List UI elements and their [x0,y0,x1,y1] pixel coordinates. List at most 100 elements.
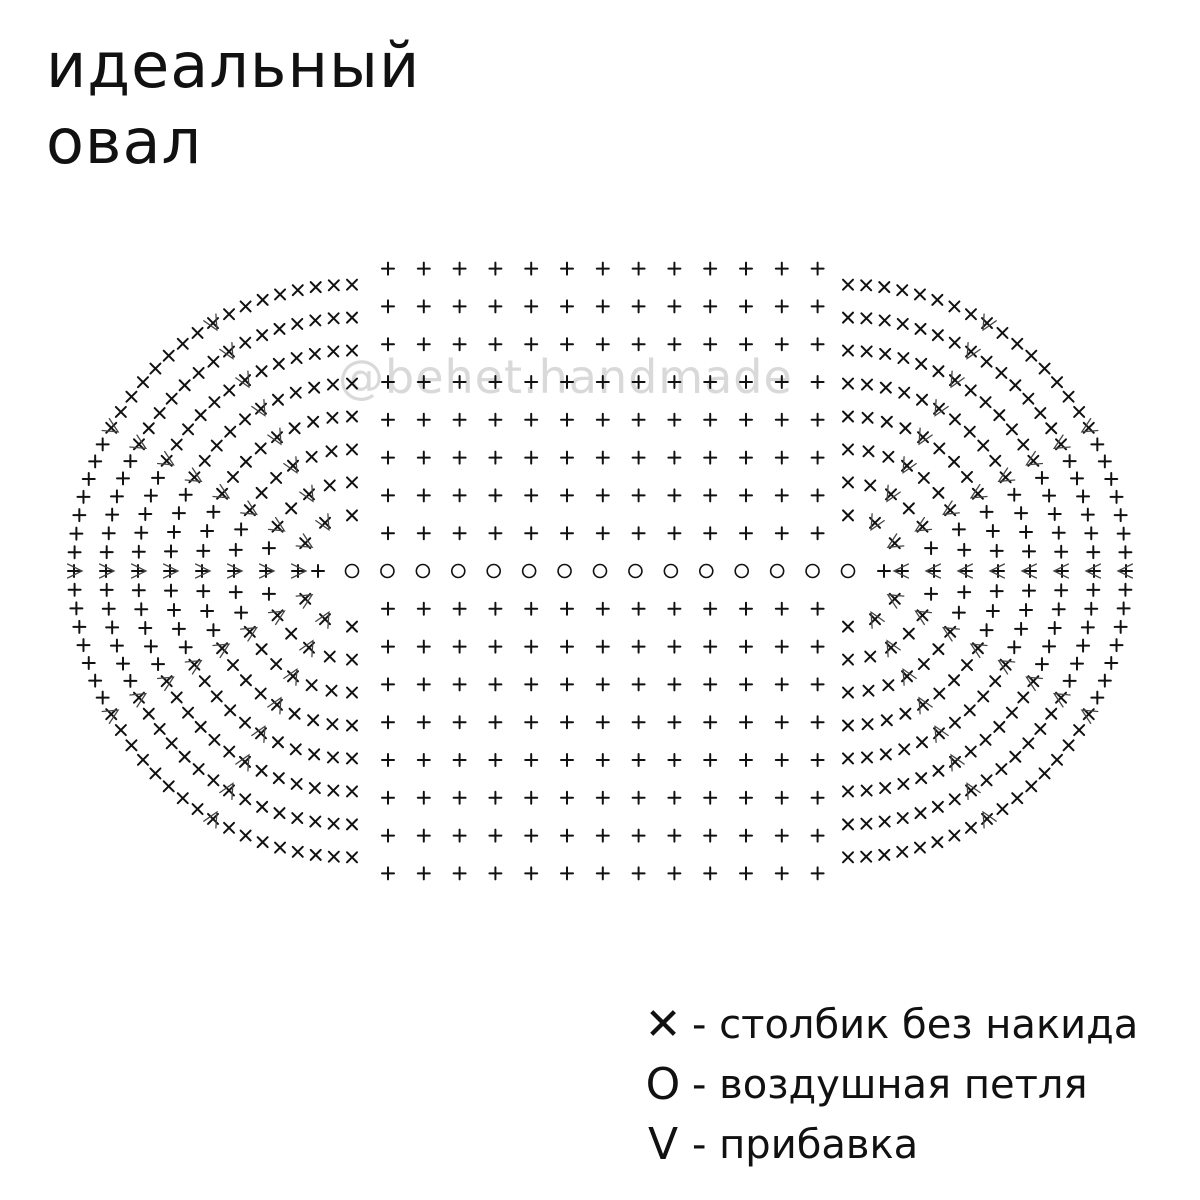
sc-plus-symbol [416,715,431,730]
increase-v-symbol [942,500,960,516]
sc-x-symbol [178,750,191,763]
sc-x-symbol [948,674,961,687]
sc-x-symbol [346,752,358,765]
sc-x-symbol [860,784,873,797]
sc-x-symbol [309,281,322,294]
sc-x-symbol [862,445,875,458]
sc-x-symbol [346,278,358,291]
sc-x-symbol [1017,691,1030,704]
sc-plus-symbol [1104,471,1119,486]
sc-plus-symbol [381,488,395,503]
sc-plus-symbol [524,866,539,881]
increase-v-symbol [283,456,298,475]
sc-plus-symbol [631,450,646,465]
sc-plus-symbol [134,525,149,540]
sc-plus-symbol [1047,506,1062,521]
sc-plus-symbol [774,450,789,465]
sc-x-symbol [272,357,285,370]
chain-symbol [628,563,643,579]
increase-v-symbol [251,725,266,743]
sc-plus-symbol [560,639,574,654]
sc-plus-symbol [560,412,574,427]
sc-plus-symbol [1109,638,1124,653]
sc-plus-symbol [595,715,610,730]
sc-plus-symbol [560,866,574,881]
sc-plus-symbol [703,790,718,805]
sc-x-symbol [274,288,287,301]
increase-v-symbol [315,610,330,629]
sc-plus-symbol [810,677,825,692]
increase-v-symbol [219,341,234,360]
sc-x-symbol [1073,724,1086,737]
increase-v-symbol [240,626,258,642]
increase-v-symbol [914,610,933,626]
increase-v-symbol [101,709,120,725]
sc-x-symbol [136,376,149,389]
chain-symbol [734,563,750,579]
sc-x-symbol [899,707,912,720]
sc-plus-symbol [703,677,718,692]
sc-x-symbol [142,707,155,720]
sc-x-symbol [346,818,358,831]
sc-plus-symbol [452,639,467,654]
legend: ✕ - столбик без накида O - воздушная пет… [640,995,1139,1175]
sc-x-symbol [948,455,961,468]
sc-x-symbol [271,736,284,749]
chain-symbol [486,563,502,579]
sc-x-symbol [933,442,946,455]
sc-x-symbol [327,345,340,358]
sc-plus-symbol [810,715,825,730]
sc-plus-symbol [631,753,646,767]
sc-x-symbol [878,281,891,294]
sc-x-symbol [913,841,926,854]
sc-plus-symbol [560,715,574,730]
sc-plus-symbol [667,412,682,427]
sc-plus-symbol [416,753,431,767]
sc-plus-symbol [774,828,789,843]
sc-plus-symbol [739,375,753,389]
sc-x-symbol [194,720,207,733]
sc-plus-symbol [560,337,574,352]
sc-plus-symbol [416,828,431,843]
increase-v-symbol [870,610,885,629]
sc-x-symbol [842,851,854,864]
increase-v-symbol [212,483,231,499]
sc-plus-symbol [739,450,753,465]
sc-x-symbol [291,284,304,297]
sc-plus-symbol [1109,489,1124,504]
increase-v-symbol [267,427,282,446]
sc-plus-symbol [452,828,467,843]
legend-item-sc: ✕ - столбик без накида [640,995,1139,1055]
sc-plus-symbol [595,375,610,389]
sc-plus-symbol [774,299,789,314]
sc-x-symbol [996,803,1009,816]
sc-x-symbol [862,684,875,697]
sc-plus-symbol [979,504,994,519]
sc-plus-symbol [196,584,211,599]
sc-x-symbol [917,658,930,671]
sc-x-symbol [1062,739,1075,752]
sc-plus-symbol [163,583,178,598]
sc-x-symbol [861,378,874,391]
sc-plus-symbol [105,620,120,635]
sc-plus-symbol [95,437,110,452]
increase-v-symbol [258,563,276,579]
sc-plus-symbol [123,454,138,469]
sc-plus-symbol [234,522,249,537]
sc-plus-symbol [171,621,186,636]
sc-x-symbol [878,848,891,861]
sc-plus-symbol [703,866,718,881]
sc-x-symbol [880,415,893,428]
sc-x-symbol [239,674,252,687]
sc-plus-symbol [1022,544,1036,559]
sc-x-symbol [989,675,1002,688]
increase-v-symbol [235,753,250,772]
sc-plus-symbol [739,753,753,767]
sc-plus-symbol [488,412,503,427]
sc-x-symbol [1038,767,1051,780]
sc-x-symbol [979,396,992,409]
sc-x-symbol [309,848,322,861]
sc-x-symbol [178,379,191,392]
increase-v-symbol [902,667,917,686]
sc-plus-symbol [739,601,753,616]
